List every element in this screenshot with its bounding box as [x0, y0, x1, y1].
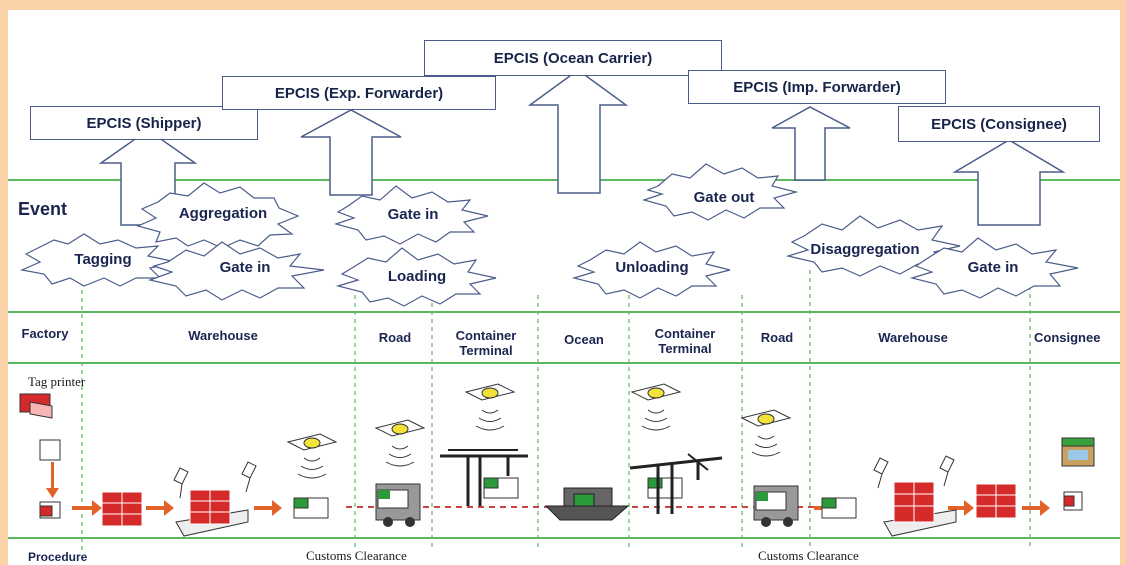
flow-arrows	[46, 462, 1050, 516]
epcis-imp-forwarder-box: EPCIS (Imp. Forwarder)	[688, 70, 946, 104]
column-separators	[81, 250, 1031, 550]
location-consignee: Consignee	[1034, 330, 1101, 345]
tag-printer-icon	[19, 393, 53, 419]
event-gate-in-road: Gate in	[387, 206, 439, 223]
pallet-stack-icons	[101, 481, 1017, 537]
epcis-ocean-carrier-box: EPCIS (Ocean Carrier)	[424, 40, 722, 76]
customs-clearance-2: Customs Clearance	[758, 548, 859, 563]
event-loading: Loading	[387, 268, 447, 285]
ship-icon	[544, 487, 630, 521]
epcis-shipper-box: EPCIS (Shipper)	[30, 106, 258, 140]
event-gate-in-consignee: Gate in	[967, 259, 1019, 276]
customs-clearance-1: Customs Clearance	[306, 548, 407, 563]
event-gate-out: Gate out	[693, 189, 755, 206]
epcis-exp-forwarder-box: EPCIS (Exp. Forwarder)	[222, 76, 496, 110]
rfid-reader-icons	[286, 383, 792, 479]
handheld-reader-icons	[173, 455, 955, 499]
event-tagging: Tagging	[74, 251, 132, 268]
location-factory: Factory	[21, 326, 69, 341]
event-gate-in-warehouse: Gate in	[219, 259, 271, 276]
burst-gate-out	[641, 163, 799, 221]
location-ocean: Ocean	[564, 332, 604, 347]
upward-arrows	[98, 69, 1066, 226]
arrow-ocean-carrier	[527, 69, 629, 194]
location-road-2: Road	[760, 330, 794, 345]
event-unloading: Unloading	[615, 259, 689, 276]
crane-icons	[440, 449, 723, 514]
burst-loading	[335, 247, 497, 307]
event-aggregation: Aggregation	[178, 205, 268, 222]
event-bursts	[19, 163, 1079, 307]
arrow-imp-forwarder	[771, 106, 851, 181]
burst-aggregation	[136, 182, 300, 249]
event-heading: Event	[18, 199, 68, 219]
truck-icons	[375, 483, 799, 527]
location-container-terminal-2: Container Terminal	[654, 326, 716, 356]
store-icon	[1061, 437, 1095, 467]
location-warehouse-2: Warehouse	[878, 330, 948, 345]
diagram-canvas: EPCIS (Shipper) EPCIS (Exp. Forwarder) E…	[8, 10, 1120, 565]
burst-unloading	[571, 241, 731, 299]
burst-gate-in-road	[333, 185, 489, 245]
location-container-terminal-1: Container Terminal	[455, 328, 517, 358]
diagram-graphics	[8, 69, 1120, 550]
arrow-consignee	[952, 139, 1066, 226]
carton-icons	[39, 439, 1083, 519]
location-road-1: Road	[378, 330, 412, 345]
location-warehouse-1: Warehouse	[188, 328, 258, 343]
event-disaggregation: Disaggregation	[810, 241, 920, 258]
tag-printer-label: Tag printer	[28, 374, 86, 389]
epcis-consignee-box: EPCIS (Consignee)	[898, 106, 1100, 142]
burst-gate-in-consignee	[909, 237, 1079, 299]
procedure-label: Procedure	[28, 550, 88, 564]
burst-gate-in-warehouse	[147, 241, 325, 301]
arrow-exp-forwarder	[300, 109, 402, 196]
